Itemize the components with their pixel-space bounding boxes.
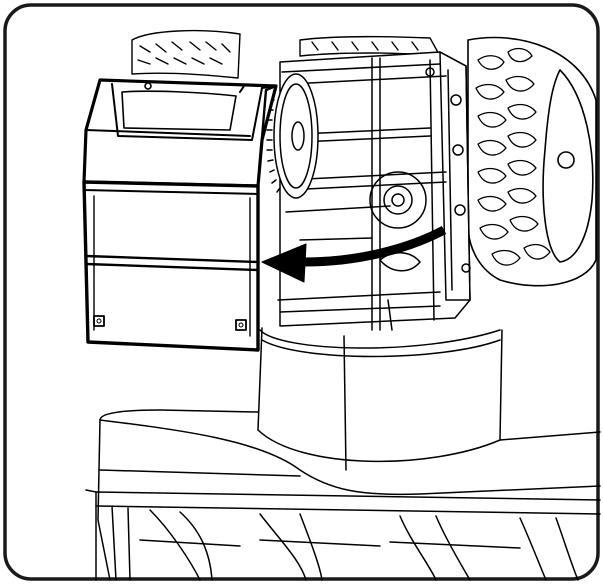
gear-icon (266, 73, 319, 199)
arrow-icon (261, 226, 447, 283)
cover-panel-icon (82, 78, 278, 352)
auger-housing-icon (85, 327, 601, 581)
upper-tread-icon (131, 29, 441, 79)
tire-icon (467, 36, 597, 287)
